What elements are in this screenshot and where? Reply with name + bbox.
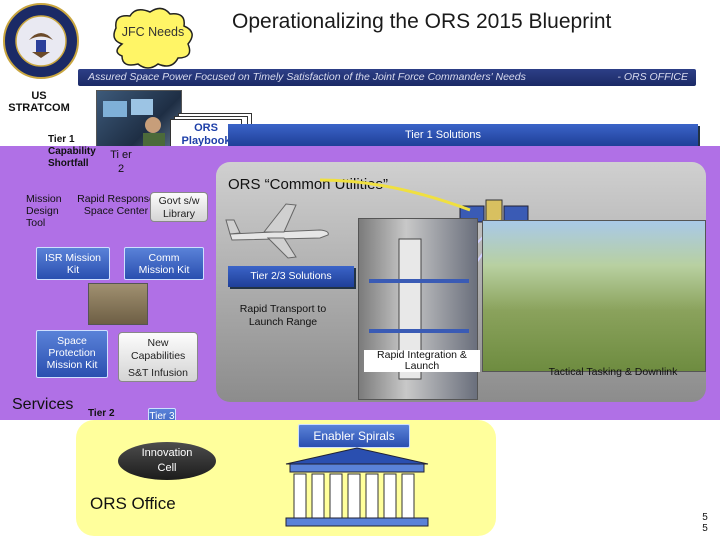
st-infusion-label: S&T Infusion bbox=[119, 367, 197, 380]
tier1-capability-shortfall: Tier 1 Capability Shortfall bbox=[48, 134, 110, 170]
subtitle-banner: Assured Space Power Focused on Timely Sa… bbox=[78, 69, 696, 86]
tactical-tasking-label: Tactical Tasking & Downlink bbox=[548, 367, 678, 378]
isr-mission-kit: ISR Mission Kit bbox=[36, 247, 110, 280]
dod-seal-logo bbox=[2, 2, 80, 80]
tier2-fragment: Ti er 2 bbox=[108, 148, 134, 176]
ors-office-label: ORS Office bbox=[90, 494, 176, 514]
rocket-integration-photo bbox=[358, 218, 478, 400]
jfc-needs-cloud: JFC Needs bbox=[108, 4, 200, 74]
rapid-transport-label: Rapid Transport to Launch Range bbox=[224, 303, 342, 329]
page-number: 5 5 bbox=[700, 512, 710, 534]
banner-office: - ORS OFFICE bbox=[617, 69, 688, 86]
services-label: Services bbox=[12, 396, 73, 414]
us-stratcom-label: US STRATCOM bbox=[4, 90, 74, 114]
innovation-cell-label: Innovation Cell bbox=[118, 442, 216, 476]
enabler-spirals-label: Enabler Spirals bbox=[298, 424, 410, 448]
tier1-solutions-band: Tier 1 Solutions bbox=[228, 124, 698, 146]
jfc-needs-label: JFC Needs bbox=[120, 22, 186, 42]
new-capabilities: New Capabilities S&T Infusion bbox=[118, 332, 198, 382]
new-capabilities-label: New Capabilities bbox=[119, 337, 197, 363]
mission-design-tool: Mission Design Tool bbox=[26, 193, 72, 229]
tier23-solutions-label: Tier 2/3 Solutions bbox=[250, 270, 331, 282]
enabler-temple-diagram bbox=[282, 446, 432, 528]
tier23-solutions-band: Tier 2/3 Solutions bbox=[228, 266, 354, 287]
banner-subtitle: Assured Space Power Focused on Timely Sa… bbox=[88, 69, 526, 86]
govt-sw-library: Govt s/w Library bbox=[150, 192, 208, 222]
comm-mission-kit: Comm Mission Kit bbox=[124, 247, 204, 280]
innovation-cell: Innovation Cell bbox=[118, 442, 216, 480]
tier1-solutions-label: Tier 1 Solutions bbox=[405, 129, 481, 141]
rapid-integration-label: Rapid Integration & Launch bbox=[364, 350, 480, 372]
page-title: Operationalizing the ORS 2015 Blueprint bbox=[232, 10, 611, 34]
mission-kit-photo bbox=[88, 283, 148, 325]
rapid-response-space-center: Rapid Response Space Center bbox=[76, 193, 156, 217]
space-protection-mission-kit: Space Protection Mission Kit bbox=[36, 330, 108, 378]
tactical-terrain-map bbox=[482, 220, 706, 372]
